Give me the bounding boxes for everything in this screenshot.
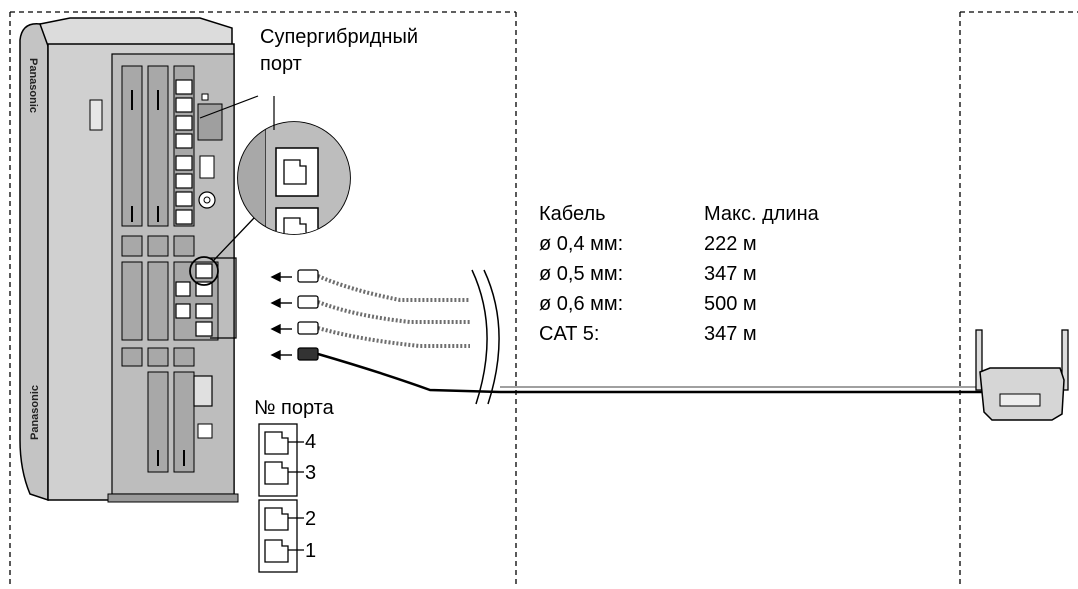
superhybrid-label-leader: [199, 95, 259, 119]
plug-2: [297, 295, 319, 309]
plug-4: [297, 347, 319, 361]
plug-1: [297, 269, 319, 283]
dashed-frame: [9, 11, 1078, 584]
superhybrid-port-label: Супергибридный: [260, 26, 418, 48]
port-icon-2: [264, 507, 289, 531]
cable-type-06: ø 0,6 мм:: [539, 293, 624, 315]
port-number-1: 1: [305, 540, 317, 562]
cable-type-05: ø 0,5 мм:: [539, 263, 624, 285]
cable-length-cat5: 347 м: [704, 323, 757, 345]
port-number-title: № порта: [254, 397, 334, 419]
cable-break-mark-1: [471, 269, 488, 405]
length-header: Макс. длина: [704, 203, 819, 225]
port-icon-3: [264, 461, 289, 485]
brand-top-text: Panasonic: [27, 58, 39, 113]
cell-station: [975, 329, 1069, 421]
port-number-3: 3: [305, 462, 317, 484]
jack-group-bracket: [210, 257, 237, 339]
port-icon-1: [264, 539, 289, 563]
cable-type-04: ø 0,4 мм:: [539, 233, 624, 255]
cable-break-mark-2: [483, 269, 500, 405]
cable-dotted-2: [317, 300, 470, 324]
port-icon-4: [264, 431, 289, 455]
cable-length-04: 222 м: [704, 233, 757, 255]
superhybrid-port-label-2: порт: [260, 53, 302, 75]
cable-bundle: [270, 269, 1004, 405]
port-number-legend: [258, 423, 304, 573]
cable-dotted-1: [317, 274, 470, 302]
pbx-unit: Panasonic Panasonic: [19, 17, 239, 503]
cable-solid-main: [317, 352, 501, 394]
plug-3: [297, 321, 319, 335]
port-magnifier: [199, 95, 351, 261]
brand-side-text: Panasonic: [29, 385, 41, 440]
cable-type-cat5: CAT 5:: [539, 323, 600, 345]
cable-header: Кабель: [539, 203, 606, 225]
port-number-2: 2: [305, 508, 317, 530]
cable-length-06: 500 м: [704, 293, 757, 315]
cable-dotted-3: [317, 326, 470, 348]
port-number-4: 4: [305, 431, 317, 453]
superhybrid-port-highlight: [189, 256, 219, 286]
cable-length-05: 347 м: [704, 263, 757, 285]
